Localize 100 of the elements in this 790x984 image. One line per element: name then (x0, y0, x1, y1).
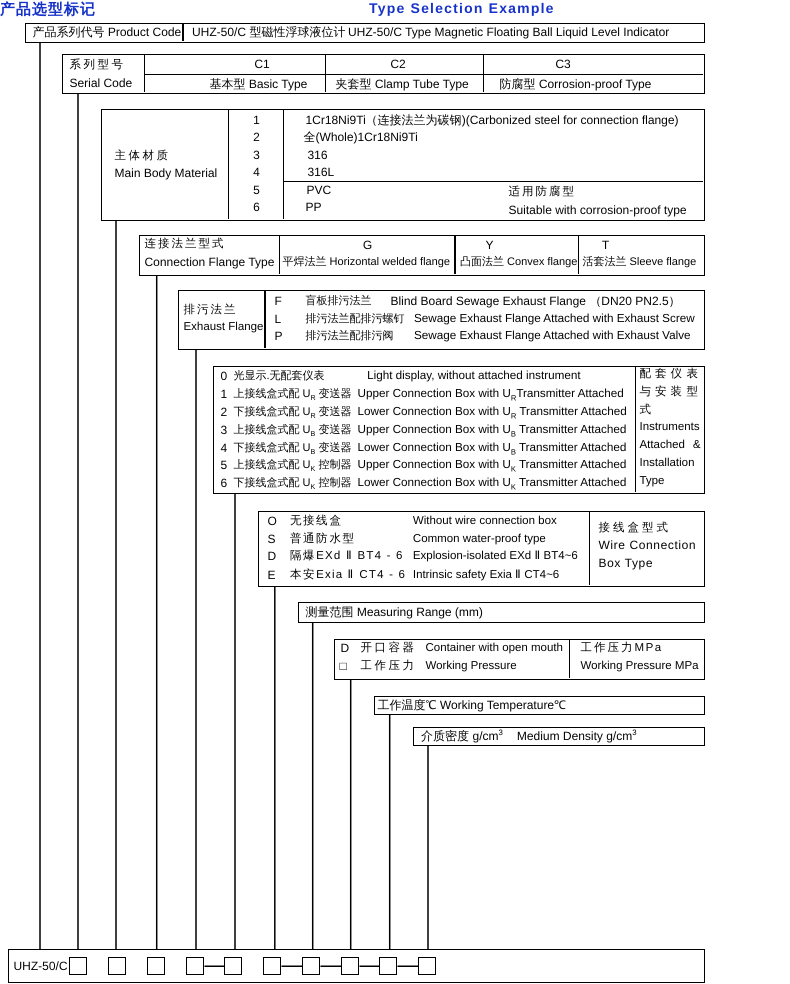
category-label: 主体材质 (114, 148, 170, 162)
option-text: 上接线盒式配 U$_{R}$ 变送器 (234, 386, 352, 400)
option-code: 1 (253, 112, 260, 126)
code-box (147, 956, 166, 975)
category-label: 配套仪表与安装型式Instruments Attached & Installation Type (640, 366, 700, 489)
option-text: Lower Connection Box with U$_{K}$ Transmitter Attached (358, 476, 626, 490)
option-table (100, 109, 705, 221)
option-text: 无接线盒 (290, 514, 343, 528)
option-text: 1Cr18Ni9Ti（连接法兰为碳钢)(Carbonized steel for connection flange) (306, 112, 679, 126)
option-code: 6 (220, 476, 228, 490)
dash-line (359, 966, 380, 968)
model-code: UHZ-50/C (13, 959, 68, 973)
category-label: Connection Flange Type (144, 254, 274, 268)
option-text: 凸面法兰 Convex flange (460, 255, 578, 269)
option-code: C3 (555, 57, 571, 71)
option-text: Container with open mouth (426, 641, 563, 656)
option-table (62, 54, 705, 94)
code-box (379, 956, 398, 975)
option-box (413, 727, 705, 746)
option-text: 上接线盒式配 U$_{B}$ 变送器 (234, 422, 352, 436)
code-box (418, 956, 436, 975)
option-text: 下接线盒式配 U$_{B}$ 变送器 (234, 440, 352, 454)
category-label: 接线盒型式 (598, 520, 671, 534)
connector-line (234, 494, 236, 949)
category-label: 排污法兰 (184, 302, 238, 316)
note-text: Suitable with corrosion-proof type (508, 203, 687, 217)
option-text: 平焊法兰 Horizontal welded flange (282, 255, 450, 269)
option-box (298, 602, 705, 623)
category-label: 工作压力MPa (580, 641, 663, 656)
category-label: 产品系列代号 Product Code (32, 25, 182, 39)
connector-line (388, 714, 390, 949)
option-text: PVC (306, 182, 332, 196)
connector-line (350, 680, 352, 949)
connector-line (274, 587, 276, 949)
dash-line (204, 966, 224, 968)
option-code: P (274, 329, 283, 344)
option-code: 4 (253, 165, 260, 179)
category-label: 工作温度℃ Working Temperature℃ (378, 698, 566, 712)
option-text: 盲板排污法兰 (306, 294, 372, 308)
category-label: Exhaust Flange (184, 320, 264, 334)
connector-line (427, 746, 429, 949)
option-code: D (340, 641, 350, 656)
option-text: 316 (308, 148, 328, 162)
option-text: 光显示.无配套仪表 (234, 368, 325, 382)
heading: Type Selection Example (369, 0, 555, 17)
option-text: Light display, without attached instrument (367, 368, 581, 382)
category-label: 测量范围 Measuring Range (mm) (306, 605, 483, 619)
option-code: 0 (220, 368, 228, 382)
dash-line (397, 966, 418, 968)
option-table (258, 511, 705, 587)
code-box (263, 956, 282, 975)
option-text: Working Pressure (426, 659, 517, 674)
option-code: 2 (220, 404, 228, 418)
option-text: 上接线盒式配 U$_{K}$ 控制器 (234, 458, 352, 472)
connector-line (39, 43, 41, 949)
option-text: Lower Connection Box with U$_{B}$ Transmitter Attached (358, 440, 626, 454)
option-code: 1 (220, 386, 228, 400)
option-table (139, 235, 705, 276)
option-code: 6 (253, 200, 260, 214)
option-text: 排污法兰配排污螺钉 (306, 312, 404, 326)
option-code: D (267, 549, 276, 564)
option-text: Sewage Exhaust Flange Attached with Exhaust Valve (414, 329, 691, 344)
option-text: Sewage Exhaust Flange Attached with Exhaust Screw (414, 312, 695, 326)
option-code: Y (486, 238, 494, 252)
heading: 产品选型标记 (0, 0, 96, 18)
option-code: E (267, 568, 276, 582)
code-box (69, 956, 88, 975)
option-code: 4 (220, 440, 228, 454)
category-label: Working Pressure MPa (580, 659, 699, 674)
option-text: 全(Whole)1Cr18Ni9Ti (304, 130, 418, 144)
category-label: Main Body Material (114, 166, 218, 180)
option-table (334, 639, 705, 680)
connector-line (195, 350, 197, 949)
category-label: 连接法兰型式 (144, 236, 226, 250)
option-code: O (267, 514, 277, 528)
option-table (25, 22, 705, 43)
connector-line (156, 276, 158, 949)
option-text: Without wire connection box (412, 514, 557, 528)
connector-line (77, 94, 79, 949)
product-name: UHZ-50/C Type Magnetic Floating Ball Liquid Level Indicator (348, 25, 670, 39)
category-label: 系列型号 (70, 58, 126, 72)
option-text: 本安Exia Ⅱ CT4 - 6 (290, 568, 406, 582)
code-strip (8, 949, 705, 982)
connector-line (115, 221, 117, 949)
category-label: Wire Connection Box Type (598, 536, 698, 572)
option-text: PP (306, 200, 322, 214)
connector-line (312, 623, 314, 949)
category-label: 介质密度 g/cm$^{3}$ (421, 729, 503, 743)
option-table (213, 366, 705, 494)
option-text: Blind Board Sewage Exhaust Flange （DN20 PN2.5） (390, 294, 681, 308)
option-code: C2 (390, 57, 406, 71)
option-text: 开口容器 (360, 641, 416, 656)
option-code: 2 (253, 130, 260, 144)
option-code: G (362, 238, 372, 252)
option-code: L (274, 312, 282, 326)
option-table (178, 290, 705, 350)
option-text: Upper Connection Box with U$_{R}$Transmitter Attached (358, 386, 624, 400)
option-text: Lower Connection Box with U$_{R}$ Transmitter Attached (358, 404, 627, 418)
option-code: S (267, 532, 276, 546)
code-box (224, 956, 242, 975)
